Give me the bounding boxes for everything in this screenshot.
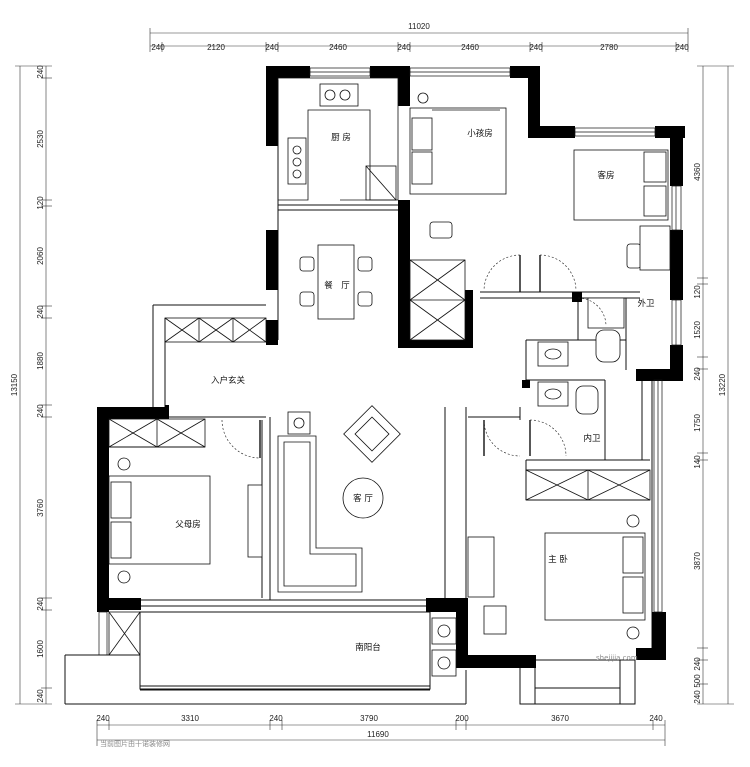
right-seg-1: 120 xyxy=(693,285,702,299)
left-seg-3: 2060 xyxy=(36,247,45,265)
child-wardrobe xyxy=(409,259,466,341)
left-total-dim: 13150 xyxy=(10,373,19,396)
parents-room-label: 父母房 xyxy=(175,519,201,530)
bottom-seg-5: 3670 xyxy=(551,714,569,723)
top-segment-labels: 240 2120 240 2460 240 2460 240 2780 240 xyxy=(151,43,689,52)
top-seg-7: 2780 xyxy=(600,43,618,52)
guest-desk-chair-icon xyxy=(626,243,642,269)
left-segment-labels: 240 2530 120 2060 240 1880 240 3760 240 … xyxy=(36,65,45,703)
top-seg-2: 240 xyxy=(265,43,279,52)
living-label: 客 厅 xyxy=(353,493,373,504)
kitchen-fixtures xyxy=(277,77,399,201)
top-total-dim: 11020 xyxy=(408,22,430,31)
top-seg-6: 240 xyxy=(529,43,543,52)
guest-bed-icon xyxy=(573,149,671,271)
top-seg-5: 2460 xyxy=(461,43,479,52)
living-furniture xyxy=(247,405,507,635)
top-seg-3: 2460 xyxy=(329,43,347,52)
sink-icon xyxy=(324,89,336,101)
left-seg-10: 240 xyxy=(36,689,45,703)
parents-wardrobe xyxy=(108,418,206,448)
guest-room-label: 客房 xyxy=(597,170,614,181)
inner-bath-label: 内卫 xyxy=(583,433,601,444)
dining-label: 餐 厅 xyxy=(324,281,350,291)
right-seg-5: 140 xyxy=(693,455,702,469)
bottom-seg-2: 240 xyxy=(269,714,283,723)
right-dim-ticks xyxy=(697,65,734,705)
fridge-icon xyxy=(365,165,397,201)
bottom-seg-4: 200 xyxy=(455,714,469,723)
stove-icon xyxy=(287,137,307,185)
bottom-seg-6: 240 xyxy=(649,714,663,723)
watermark-left: 当前图片由十诺装修网 xyxy=(100,739,170,748)
master-label: 主 卧 xyxy=(548,554,568,565)
windows xyxy=(98,67,682,656)
master-bed-icon xyxy=(544,514,646,640)
top-dim-ticks xyxy=(149,28,689,52)
bottom-total-dim: 11690 xyxy=(367,730,389,739)
right-segment-labels: 4360 120 1520 240 1750 140 3870 240 500 … xyxy=(693,163,702,704)
bottom-dim-ticks xyxy=(96,720,666,746)
master-wardrobe xyxy=(525,469,651,501)
child-bed-icon xyxy=(409,92,507,239)
left-seg-8: 240 xyxy=(36,597,45,611)
thick-walls xyxy=(97,66,685,668)
inner-bath-toilet-icon xyxy=(575,385,599,415)
bottom-seg-3: 3790 xyxy=(360,714,378,723)
master-tv-icon xyxy=(467,536,495,598)
outer-bath-label: 外卫 xyxy=(637,298,655,309)
right-seg-9: 240 xyxy=(693,690,702,704)
right-total-dim: 13220 xyxy=(718,373,727,396)
left-seg-1: 2530 xyxy=(36,130,45,148)
left-seg-5: 1880 xyxy=(36,352,45,370)
room-labels: 厨 房 小孩房 客房 餐 厅 外卫 入户玄关 内卫 父母房 客 厅 主 卧 南阳… xyxy=(175,128,655,653)
child-room-label: 小孩房 xyxy=(467,128,493,139)
left-seg-6: 240 xyxy=(36,404,45,418)
dining-table-icon xyxy=(299,244,373,320)
dimension-lines xyxy=(15,28,734,746)
right-seg-0: 4360 xyxy=(693,163,702,181)
dining-chair-icon xyxy=(299,256,373,307)
top-seg-8: 240 xyxy=(675,43,689,52)
top-seg-1: 2120 xyxy=(207,43,225,52)
bottom-segment-labels: 240 3310 240 3790 200 3670 240 xyxy=(96,714,663,723)
entrance-label: 入户玄关 xyxy=(211,375,246,386)
top-seg-0: 240 xyxy=(151,43,165,52)
right-seg-8: 500 xyxy=(693,674,702,688)
right-seg-6: 3870 xyxy=(693,552,702,570)
coffee-table-icon xyxy=(342,477,384,519)
kitchen-label: 厨 房 xyxy=(331,132,351,143)
left-seg-9: 1600 xyxy=(36,640,45,658)
right-seg-3: 240 xyxy=(693,367,702,381)
balcony-cabinet xyxy=(108,611,141,656)
doors xyxy=(221,254,607,459)
left-seg-4: 240 xyxy=(36,305,45,319)
tv-cabinet-icon xyxy=(247,484,263,558)
left-seg-2: 120 xyxy=(36,196,45,210)
outer-bath-toilet-icon xyxy=(595,329,621,363)
top-seg-4: 240 xyxy=(397,43,411,52)
balcony-label: 南阳台 xyxy=(355,642,381,653)
watermark-right: shejijia.com xyxy=(596,654,638,662)
beds xyxy=(108,92,671,640)
right-seg-7: 240 xyxy=(693,657,702,671)
entrance-cabinet xyxy=(164,317,267,343)
parents-bed-icon xyxy=(108,457,211,584)
bottom-seg-1: 3310 xyxy=(181,714,199,723)
right-seg-4: 1750 xyxy=(693,414,702,432)
door-leaves xyxy=(259,255,541,458)
left-seg-0: 240 xyxy=(36,65,45,79)
child-desk-chair-icon xyxy=(429,221,453,239)
cabinets xyxy=(108,259,651,656)
bottom-seg-0: 240 xyxy=(96,714,110,723)
right-seg-2: 1520 xyxy=(693,321,702,339)
left-seg-7: 3760 xyxy=(36,499,45,517)
left-dim-ticks xyxy=(15,65,52,705)
